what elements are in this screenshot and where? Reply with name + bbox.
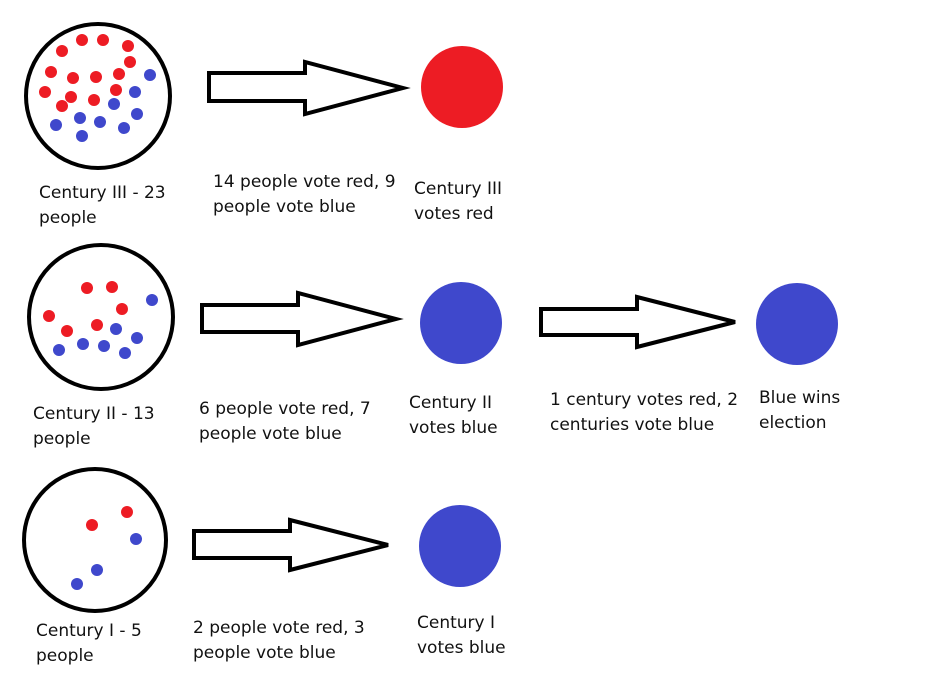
blue-voter-dot bbox=[131, 332, 143, 344]
century-i-result-label: Century I votes blue bbox=[417, 613, 506, 658]
blue-voter-dot bbox=[53, 344, 65, 356]
red-voter-dot bbox=[106, 281, 118, 293]
red-voter-dot bbox=[45, 66, 57, 78]
century-iii-result-label: Century III votes red bbox=[414, 179, 503, 224]
blue-voter-dot bbox=[110, 323, 122, 335]
red-voter-dot bbox=[39, 86, 51, 98]
century-i-group-label: Century I - 5 people bbox=[36, 621, 142, 666]
red-voter-dot bbox=[76, 34, 88, 46]
century-i-population-circle bbox=[22, 467, 168, 613]
red-voter-dot bbox=[110, 84, 122, 96]
red-voter-dot bbox=[67, 72, 79, 84]
century-i-voter-dots bbox=[71, 506, 142, 590]
red-voter-dot bbox=[122, 40, 134, 52]
blue-voter-dot bbox=[108, 98, 120, 110]
century-ii-result-label: Century II votes blue bbox=[409, 393, 498, 438]
red-voter-dot bbox=[65, 91, 77, 103]
red-voter-dot bbox=[97, 34, 109, 46]
blue-voter-dot bbox=[118, 122, 130, 134]
century-iii-group-label: Century III - 23 people bbox=[39, 183, 166, 228]
red-voter-dot bbox=[113, 68, 125, 80]
century-ii-group-label: Century II - 13 people bbox=[33, 404, 155, 449]
century-ii-population-circle bbox=[27, 243, 175, 391]
blue-voter-dot bbox=[94, 116, 106, 128]
century-iii-population-circle bbox=[24, 22, 172, 170]
blue-voter-dot bbox=[77, 338, 89, 350]
blue-voter-dot bbox=[129, 86, 141, 98]
red-voter-dot bbox=[124, 56, 136, 68]
red-voter-dot bbox=[90, 71, 102, 83]
century-iii-vote-label: 14 people vote red, 9 people vote blue bbox=[213, 172, 396, 217]
blue-voter-dot bbox=[76, 130, 88, 142]
blue-voter-dot bbox=[98, 340, 110, 352]
century-i-arrow bbox=[192, 517, 389, 573]
red-voter-dot bbox=[91, 319, 103, 331]
century-ii-vote-label: 6 people vote red, 7 people vote blue bbox=[199, 399, 371, 444]
blue-voter-dot bbox=[130, 533, 142, 545]
red-voter-dot bbox=[86, 519, 98, 531]
blue-voter-dot bbox=[50, 119, 62, 131]
century-iii-voter-dots bbox=[39, 34, 156, 142]
red-voter-dot bbox=[121, 506, 133, 518]
blue-voter-dot bbox=[131, 108, 143, 120]
red-voter-dot bbox=[81, 282, 93, 294]
century-i-vote-label: 2 people vote red, 3 people vote blue bbox=[193, 618, 365, 663]
winner-label: Blue wins election bbox=[759, 388, 841, 433]
red-voter-dot bbox=[43, 310, 55, 322]
blue-voter-dot bbox=[146, 294, 158, 306]
blue-voter-dot bbox=[144, 69, 156, 81]
blue-voter-dot bbox=[71, 578, 83, 590]
red-voter-dot bbox=[61, 325, 73, 337]
red-voter-dot bbox=[56, 100, 68, 112]
red-voter-dot bbox=[116, 303, 128, 315]
blue-voter-dot bbox=[74, 112, 86, 124]
century-ii-result-dot bbox=[420, 282, 502, 364]
tally-arrow bbox=[539, 294, 736, 350]
blue-voter-dot bbox=[119, 347, 131, 359]
red-voter-dot bbox=[56, 45, 68, 57]
century-ii-arrow bbox=[200, 290, 404, 348]
tally-label: 1 century votes red, 2 centuries vote bl… bbox=[550, 390, 739, 435]
century-iii-arrow bbox=[207, 59, 411, 117]
century-ii-voter-dots bbox=[43, 281, 158, 359]
winner-dot bbox=[756, 283, 838, 365]
century-iii-result-dot bbox=[421, 46, 503, 128]
blue-voter-dot bbox=[91, 564, 103, 576]
century-i-result-dot bbox=[419, 505, 501, 587]
red-voter-dot bbox=[88, 94, 100, 106]
